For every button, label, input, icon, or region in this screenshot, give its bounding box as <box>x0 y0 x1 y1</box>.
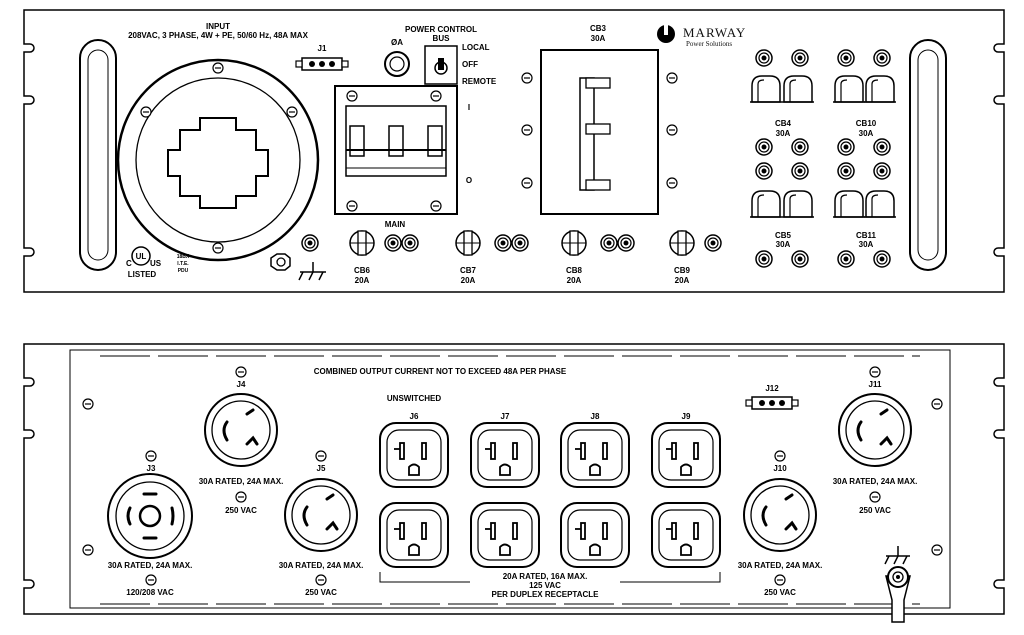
brand-tagline: Power Solutions <box>686 40 732 48</box>
power-control-label: POWER CONTROL <box>405 25 477 34</box>
ground-nut[interactable] <box>270 253 291 271</box>
j6-label: J6 <box>410 412 419 421</box>
j10-twistlock-receptacle[interactable] <box>742 477 818 553</box>
cb3-rating: 30A <box>591 34 606 43</box>
ground-icon <box>298 262 326 281</box>
j12-label: J12 <box>765 384 779 393</box>
j3-voltage: 120/208 VAC <box>126 588 174 597</box>
ul-c-label: C <box>126 259 132 268</box>
j8-label: J8 <box>591 412 600 421</box>
j9-label: J9 <box>682 412 691 421</box>
switch-local-label: LOCAL <box>462 43 490 52</box>
cb4-rating: 30A <box>776 129 791 138</box>
cb3-breaker[interactable] <box>540 49 659 215</box>
switch-off-label: OFF <box>462 60 478 69</box>
brand-name: MARWAY <box>683 25 746 40</box>
cb6-rating: 20A <box>355 276 370 285</box>
j11-rating: 30A RATED, 24A MAX. <box>833 477 918 486</box>
duplex-note: PER DUPLEX RECEPTACLE <box>492 590 600 599</box>
ul-listed-mark: UL C US LISTED 18BX I.T.E. PDU <box>126 246 190 279</box>
j10-voltage: 250 VAC <box>764 588 796 597</box>
bus-label: BUS <box>433 34 451 43</box>
j5-twistlock-receptacle[interactable] <box>283 477 359 553</box>
j4-label: J4 <box>237 380 246 389</box>
unswitched-label: UNSWITCHED <box>387 394 441 403</box>
cb10-name: CB10 <box>856 119 877 128</box>
phase-a-label: ØA <box>391 38 403 47</box>
cb9-name: CB9 <box>674 266 691 275</box>
j1-label: J1 <box>318 44 327 53</box>
cb3-label: CB3 <box>590 24 607 33</box>
cb8-rating: 20A <box>567 276 582 285</box>
ul-listed-label: LISTED <box>128 270 157 279</box>
ul-detail-3: PDU <box>178 268 189 274</box>
input-spec: 208VAC, 3 PHASE, 4W + PE, 50/60 Hz, 48A … <box>128 31 309 40</box>
input-title: INPUT <box>206 22 230 31</box>
input-connector[interactable] <box>116 58 320 262</box>
front-panel: INPUT 208VAC, 3 PHASE, 4W + PE, 50/60 Hz… <box>23 9 1005 293</box>
switch-remote-label: REMOTE <box>462 77 497 86</box>
j4-rating: 30A RATED, 24A MAX. <box>199 477 284 486</box>
duplex-rating: 20A RATED, 16A MAX. <box>503 572 588 581</box>
main-off-label: O <box>466 176 472 185</box>
main-label: MAIN <box>385 220 406 229</box>
bus-selector-switch[interactable] <box>424 45 458 85</box>
marway-logo-icon <box>657 24 675 43</box>
j4-voltage: 250 VAC <box>225 506 257 515</box>
j3-twistlock-receptacle[interactable] <box>106 472 194 560</box>
j5-voltage: 250 VAC <box>305 588 337 597</box>
j10-rating: 30A RATED, 24A MAX. <box>738 561 823 570</box>
j12-connector[interactable] <box>745 396 799 410</box>
cb6-name: CB6 <box>354 266 371 275</box>
cb10-rating: 30A <box>859 129 874 138</box>
j11-voltage: 250 VAC <box>859 506 891 515</box>
j11-twistlock-receptacle[interactable] <box>837 392 913 468</box>
j1-connector[interactable] <box>295 57 349 71</box>
ul-detail-2: I.T.E. <box>177 261 189 267</box>
j11-label: J11 <box>869 380 882 389</box>
j10-label: J10 <box>773 464 787 473</box>
j4-twistlock-receptacle[interactable] <box>203 392 279 468</box>
rear-panel: COMBINED OUTPUT CURRENT NOT TO EXCEED 48… <box>23 343 1005 623</box>
main-breaker[interactable] <box>334 85 458 215</box>
cb9-rating: 20A <box>675 276 690 285</box>
j3-label: J3 <box>147 464 156 473</box>
cb4-name: CB4 <box>775 119 792 128</box>
cb7-rating: 20A <box>461 276 476 285</box>
cb11-rating: 30A <box>859 240 874 249</box>
cb8-name: CB8 <box>566 266 583 275</box>
rear-ground-icon <box>884 546 910 565</box>
rear-ground-lug[interactable] <box>885 566 911 623</box>
cb7-name: CB7 <box>460 266 477 275</box>
cb5-name: CB5 <box>775 231 792 240</box>
ground-binding-post[interactable] <box>301 234 319 252</box>
cb11-name: CB11 <box>856 231 877 240</box>
j5-label: J5 <box>317 464 326 473</box>
main-on-label: I <box>468 103 470 112</box>
j3-rating: 30A RATED, 24A MAX. <box>108 561 193 570</box>
right-handle[interactable] <box>909 39 947 271</box>
rear-header: COMBINED OUTPUT CURRENT NOT TO EXCEED 48… <box>314 367 567 376</box>
phase-a-indicator <box>384 51 410 77</box>
j5-rating: 30A RATED, 24A MAX. <box>279 561 364 570</box>
duplex-voltage: 125 VAC <box>529 581 561 590</box>
cb5-rating: 30A <box>776 240 791 249</box>
ul-detail-1: 18BX <box>177 254 190 260</box>
ul-us-label: US <box>150 259 162 268</box>
j7-label: J7 <box>501 412 510 421</box>
left-handle[interactable] <box>79 39 117 271</box>
svg-text:UL: UL <box>136 252 147 261</box>
